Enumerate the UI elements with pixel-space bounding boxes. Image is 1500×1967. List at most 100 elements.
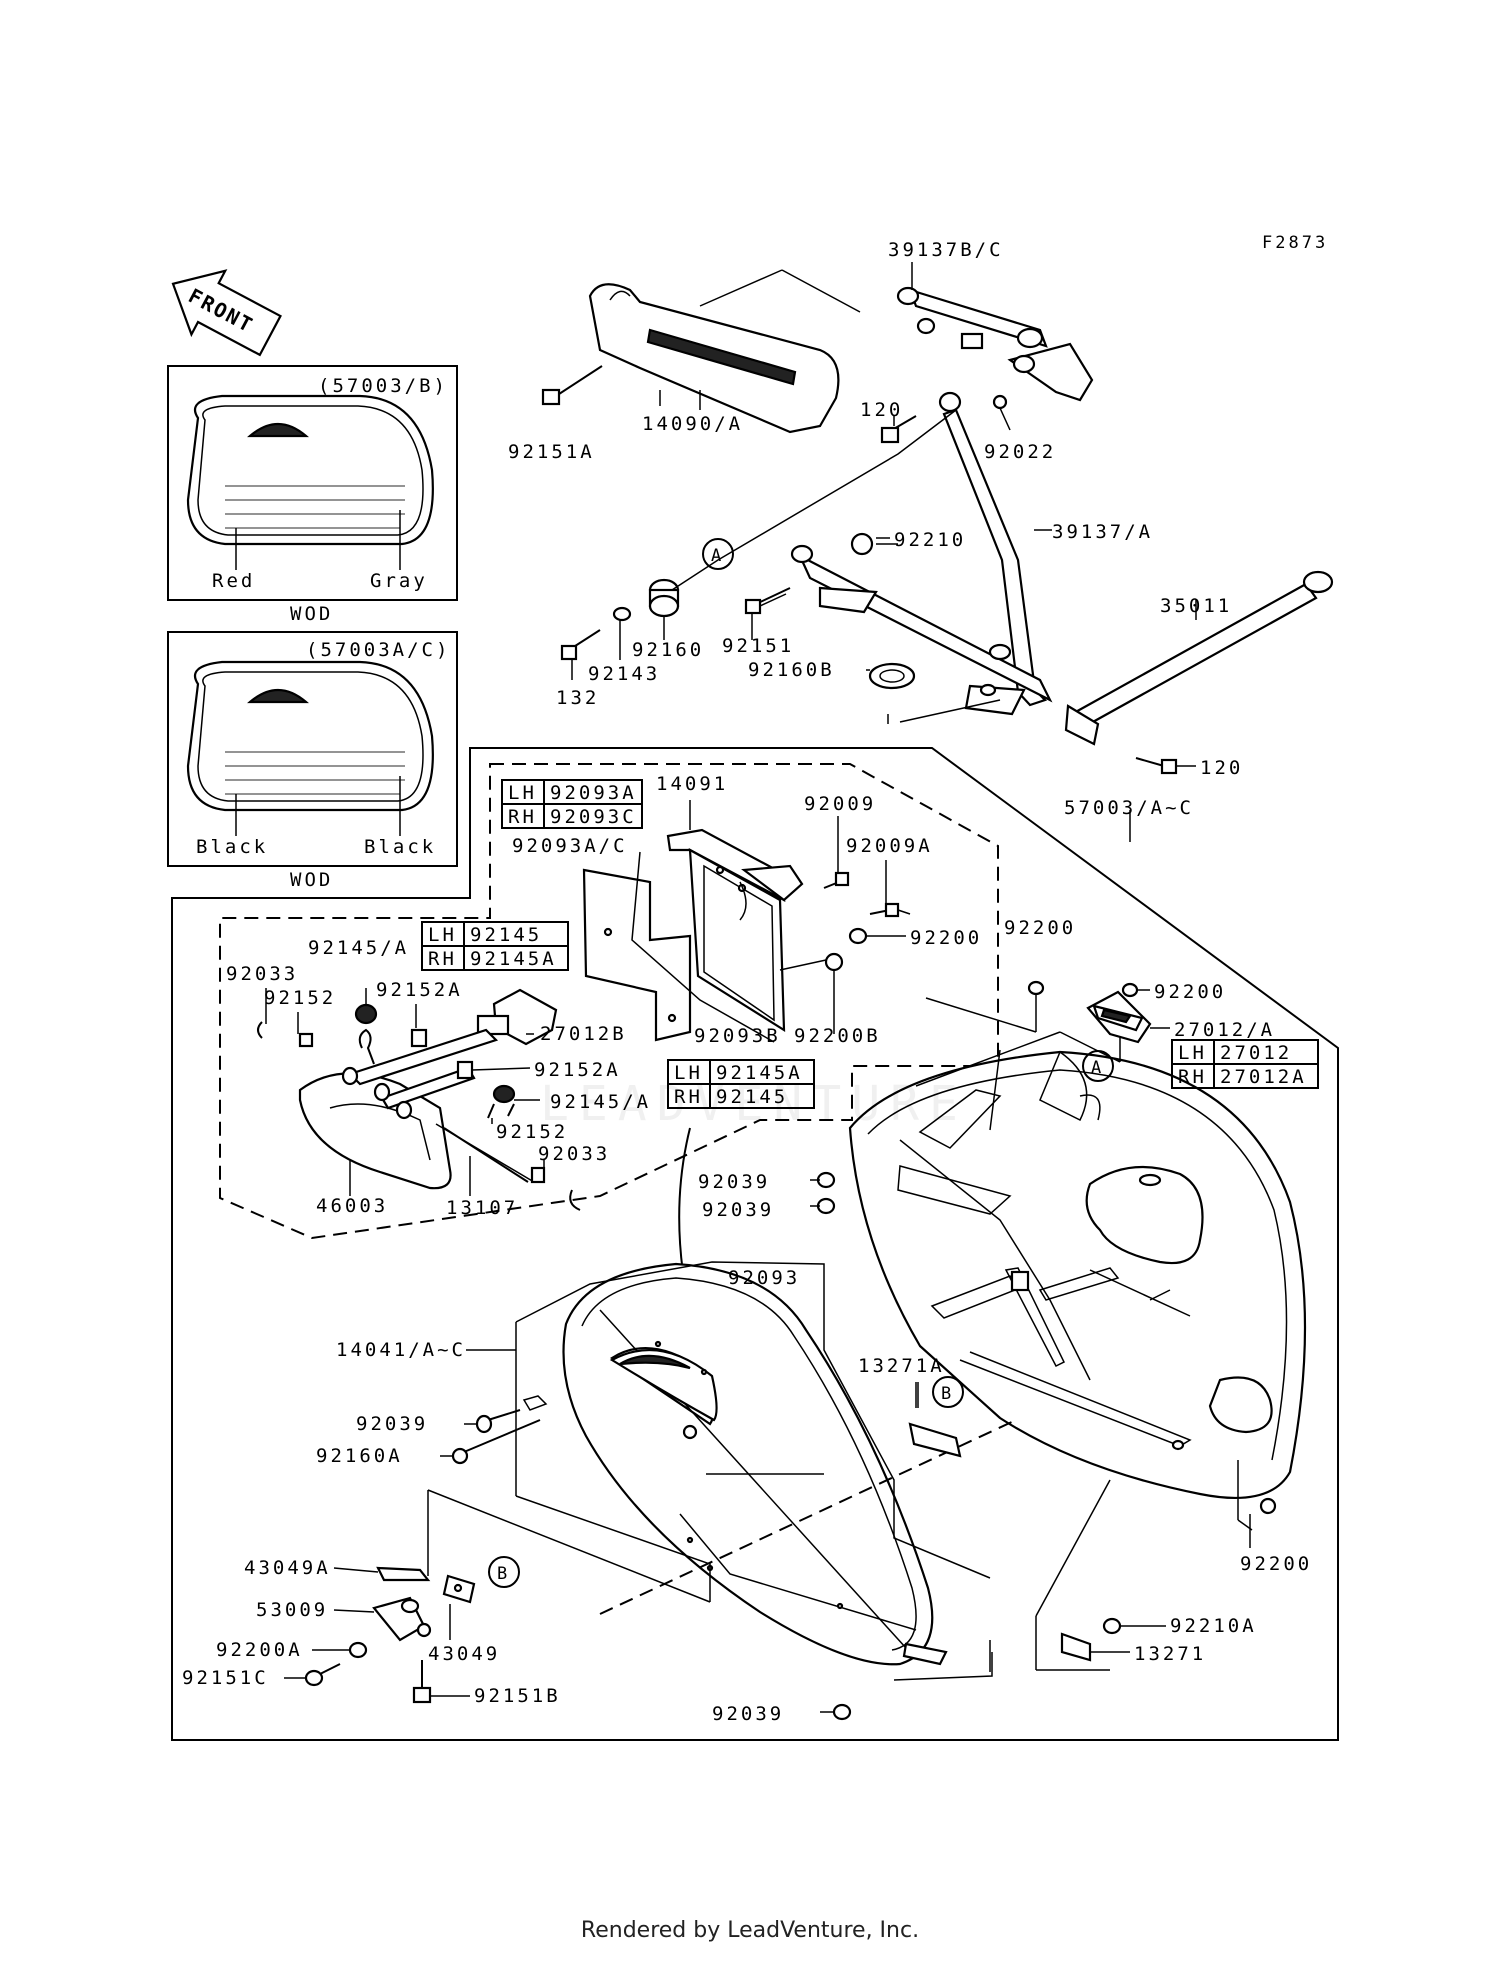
label-92039-lid: 92039 bbox=[356, 1413, 428, 1435]
saddlebag-body bbox=[848, 1050, 1307, 1500]
bar-35011 bbox=[1064, 570, 1334, 746]
nut-92200a bbox=[348, 1641, 368, 1659]
panel-1-note: WOD bbox=[290, 603, 333, 625]
screw-92039-lid bbox=[475, 1409, 521, 1434]
bolt-92151b bbox=[412, 1660, 432, 1704]
leader-lines bbox=[265, 262, 1251, 1713]
assembly-arrow bbox=[678, 1127, 691, 1281]
label-92152a-upper: 92152A bbox=[376, 979, 463, 1001]
ref-b-lower: B bbox=[488, 1556, 520, 1588]
label-92143: 92143 bbox=[588, 663, 660, 685]
label-92200-lower: 92200 bbox=[1240, 1553, 1312, 1575]
label-92152a-lower: 92152A bbox=[534, 1059, 621, 1081]
washer-92143 bbox=[612, 606, 632, 622]
pin-92152a-upper bbox=[410, 1028, 428, 1048]
svg-text:B: B bbox=[941, 1384, 951, 1404]
saddlebag-lid-icon bbox=[186, 660, 434, 812]
label-92151a: 92151A bbox=[508, 441, 595, 463]
spring-92145-left bbox=[354, 1003, 378, 1065]
nut-92200-lower bbox=[1259, 1497, 1277, 1515]
nut-92210a bbox=[1102, 1617, 1122, 1635]
label-92152-left: 92152 bbox=[264, 987, 336, 1009]
svg-text:92145: 92145 bbox=[716, 1086, 788, 1108]
panel-2-note: WOD bbox=[290, 869, 333, 891]
screw-92039-bag-2 bbox=[816, 1197, 836, 1215]
label-92200-latch: 92200 bbox=[910, 927, 982, 949]
panel-1-code: (57003/B) bbox=[318, 375, 448, 397]
svg-text:RH: RH bbox=[428, 948, 457, 970]
label-13271a: 13271A bbox=[858, 1355, 945, 1377]
clip-92033-right bbox=[569, 1189, 581, 1211]
pin-92152a-lower bbox=[456, 1060, 474, 1080]
label-92033-right: 92033 bbox=[538, 1143, 610, 1165]
plate-bracket bbox=[790, 544, 1053, 716]
figure-code: F2873 bbox=[1262, 233, 1328, 253]
svg-text:92145A: 92145A bbox=[470, 948, 557, 970]
label-92200-right: 92200 bbox=[1154, 981, 1226, 1003]
plate-13271 bbox=[1060, 1632, 1092, 1662]
panel-2-right-color: Black bbox=[364, 836, 436, 858]
label-92145a-lower: 92145/A bbox=[550, 1091, 651, 1113]
label-92200b: 92200B bbox=[794, 1025, 881, 1047]
watermark: LEADVENTURE bbox=[540, 1076, 968, 1132]
side-table-92093: LH 92093A RH 92093C bbox=[501, 779, 643, 829]
bracket-39137bc bbox=[896, 286, 1094, 402]
label-53009: 53009 bbox=[256, 1599, 328, 1621]
svg-text:LH: LH bbox=[508, 782, 537, 804]
stay-39137a bbox=[938, 391, 1048, 707]
panel-2-code: (57003A/C) bbox=[306, 639, 450, 661]
label-92160: 92160 bbox=[632, 639, 704, 661]
label-13271: 13271 bbox=[1134, 1643, 1206, 1665]
label-92009a: 92009A bbox=[846, 835, 933, 857]
side-table-92145-lower: LH 92145A RH 92145 bbox=[667, 1059, 815, 1109]
label-92210: 92210 bbox=[894, 529, 966, 551]
clip-92033-left bbox=[257, 1021, 263, 1039]
svg-text:A: A bbox=[1091, 1058, 1101, 1078]
svg-text:92145A: 92145A bbox=[716, 1062, 803, 1084]
saddlebag-lid-icon bbox=[186, 394, 434, 546]
nut-92200-upper bbox=[1027, 980, 1045, 996]
label-92210a: 92210A bbox=[1170, 1615, 1257, 1637]
nut-92200-latch bbox=[848, 927, 868, 945]
label-92160a: 92160A bbox=[316, 1445, 403, 1467]
svg-text:27012A: 27012A bbox=[1220, 1066, 1307, 1088]
color-panel-2: (57003A/C) Black Black WOD bbox=[167, 631, 458, 891]
svg-text:92145: 92145 bbox=[470, 924, 542, 946]
footer-credit: Rendered by LeadVenture, Inc. bbox=[580, 1918, 920, 1943]
ref-b-upper: B bbox=[932, 1376, 964, 1408]
svg-text:LH: LH bbox=[674, 1062, 703, 1084]
collar-92160a bbox=[451, 1419, 541, 1465]
saddlebag-lid-14041 bbox=[562, 1262, 948, 1666]
panel-1-right-color: Gray bbox=[370, 570, 428, 592]
bolt-92009a bbox=[869, 902, 900, 918]
label-14091: 14091 bbox=[656, 773, 728, 795]
label-92151c: 92151C bbox=[182, 1667, 269, 1689]
hinge-53009 bbox=[372, 1596, 432, 1642]
bolt-92151 bbox=[744, 587, 791, 615]
label-92009: 92009 bbox=[804, 793, 876, 815]
spring-92145-right bbox=[487, 1084, 516, 1119]
label-92200-upper: 92200 bbox=[1004, 917, 1076, 939]
label-43049: 43049 bbox=[428, 1643, 500, 1665]
rod-13107 bbox=[443, 1127, 529, 1183]
label-120-upper: 120 bbox=[860, 399, 903, 421]
label-92200a: 92200A bbox=[216, 1639, 303, 1661]
label-92039-bag-2: 92039 bbox=[702, 1199, 774, 1221]
label-120-lower: 120 bbox=[1200, 757, 1243, 779]
ref-a-upper: A bbox=[702, 538, 734, 570]
rear-guard-cover bbox=[588, 283, 840, 434]
svg-text:LH: LH bbox=[1178, 1042, 1207, 1064]
label-92093ac: 92093A/C bbox=[512, 835, 628, 857]
label-39137bc: 39137B/C bbox=[888, 239, 1004, 261]
ref-a-lower: A bbox=[1082, 1050, 1114, 1082]
bolt-120-lower bbox=[1135, 757, 1178, 775]
bolt-120-upper bbox=[880, 415, 917, 444]
screw-92039-lower bbox=[832, 1703, 852, 1721]
svg-text:RH: RH bbox=[508, 806, 537, 828]
label-14090a: 14090/A bbox=[642, 413, 743, 435]
svg-text:92093C: 92093C bbox=[550, 806, 637, 828]
plate-13271a bbox=[908, 1422, 962, 1458]
label-92033-left: 92033 bbox=[226, 963, 298, 985]
label-92145a-upper: 92145/A bbox=[308, 937, 409, 959]
